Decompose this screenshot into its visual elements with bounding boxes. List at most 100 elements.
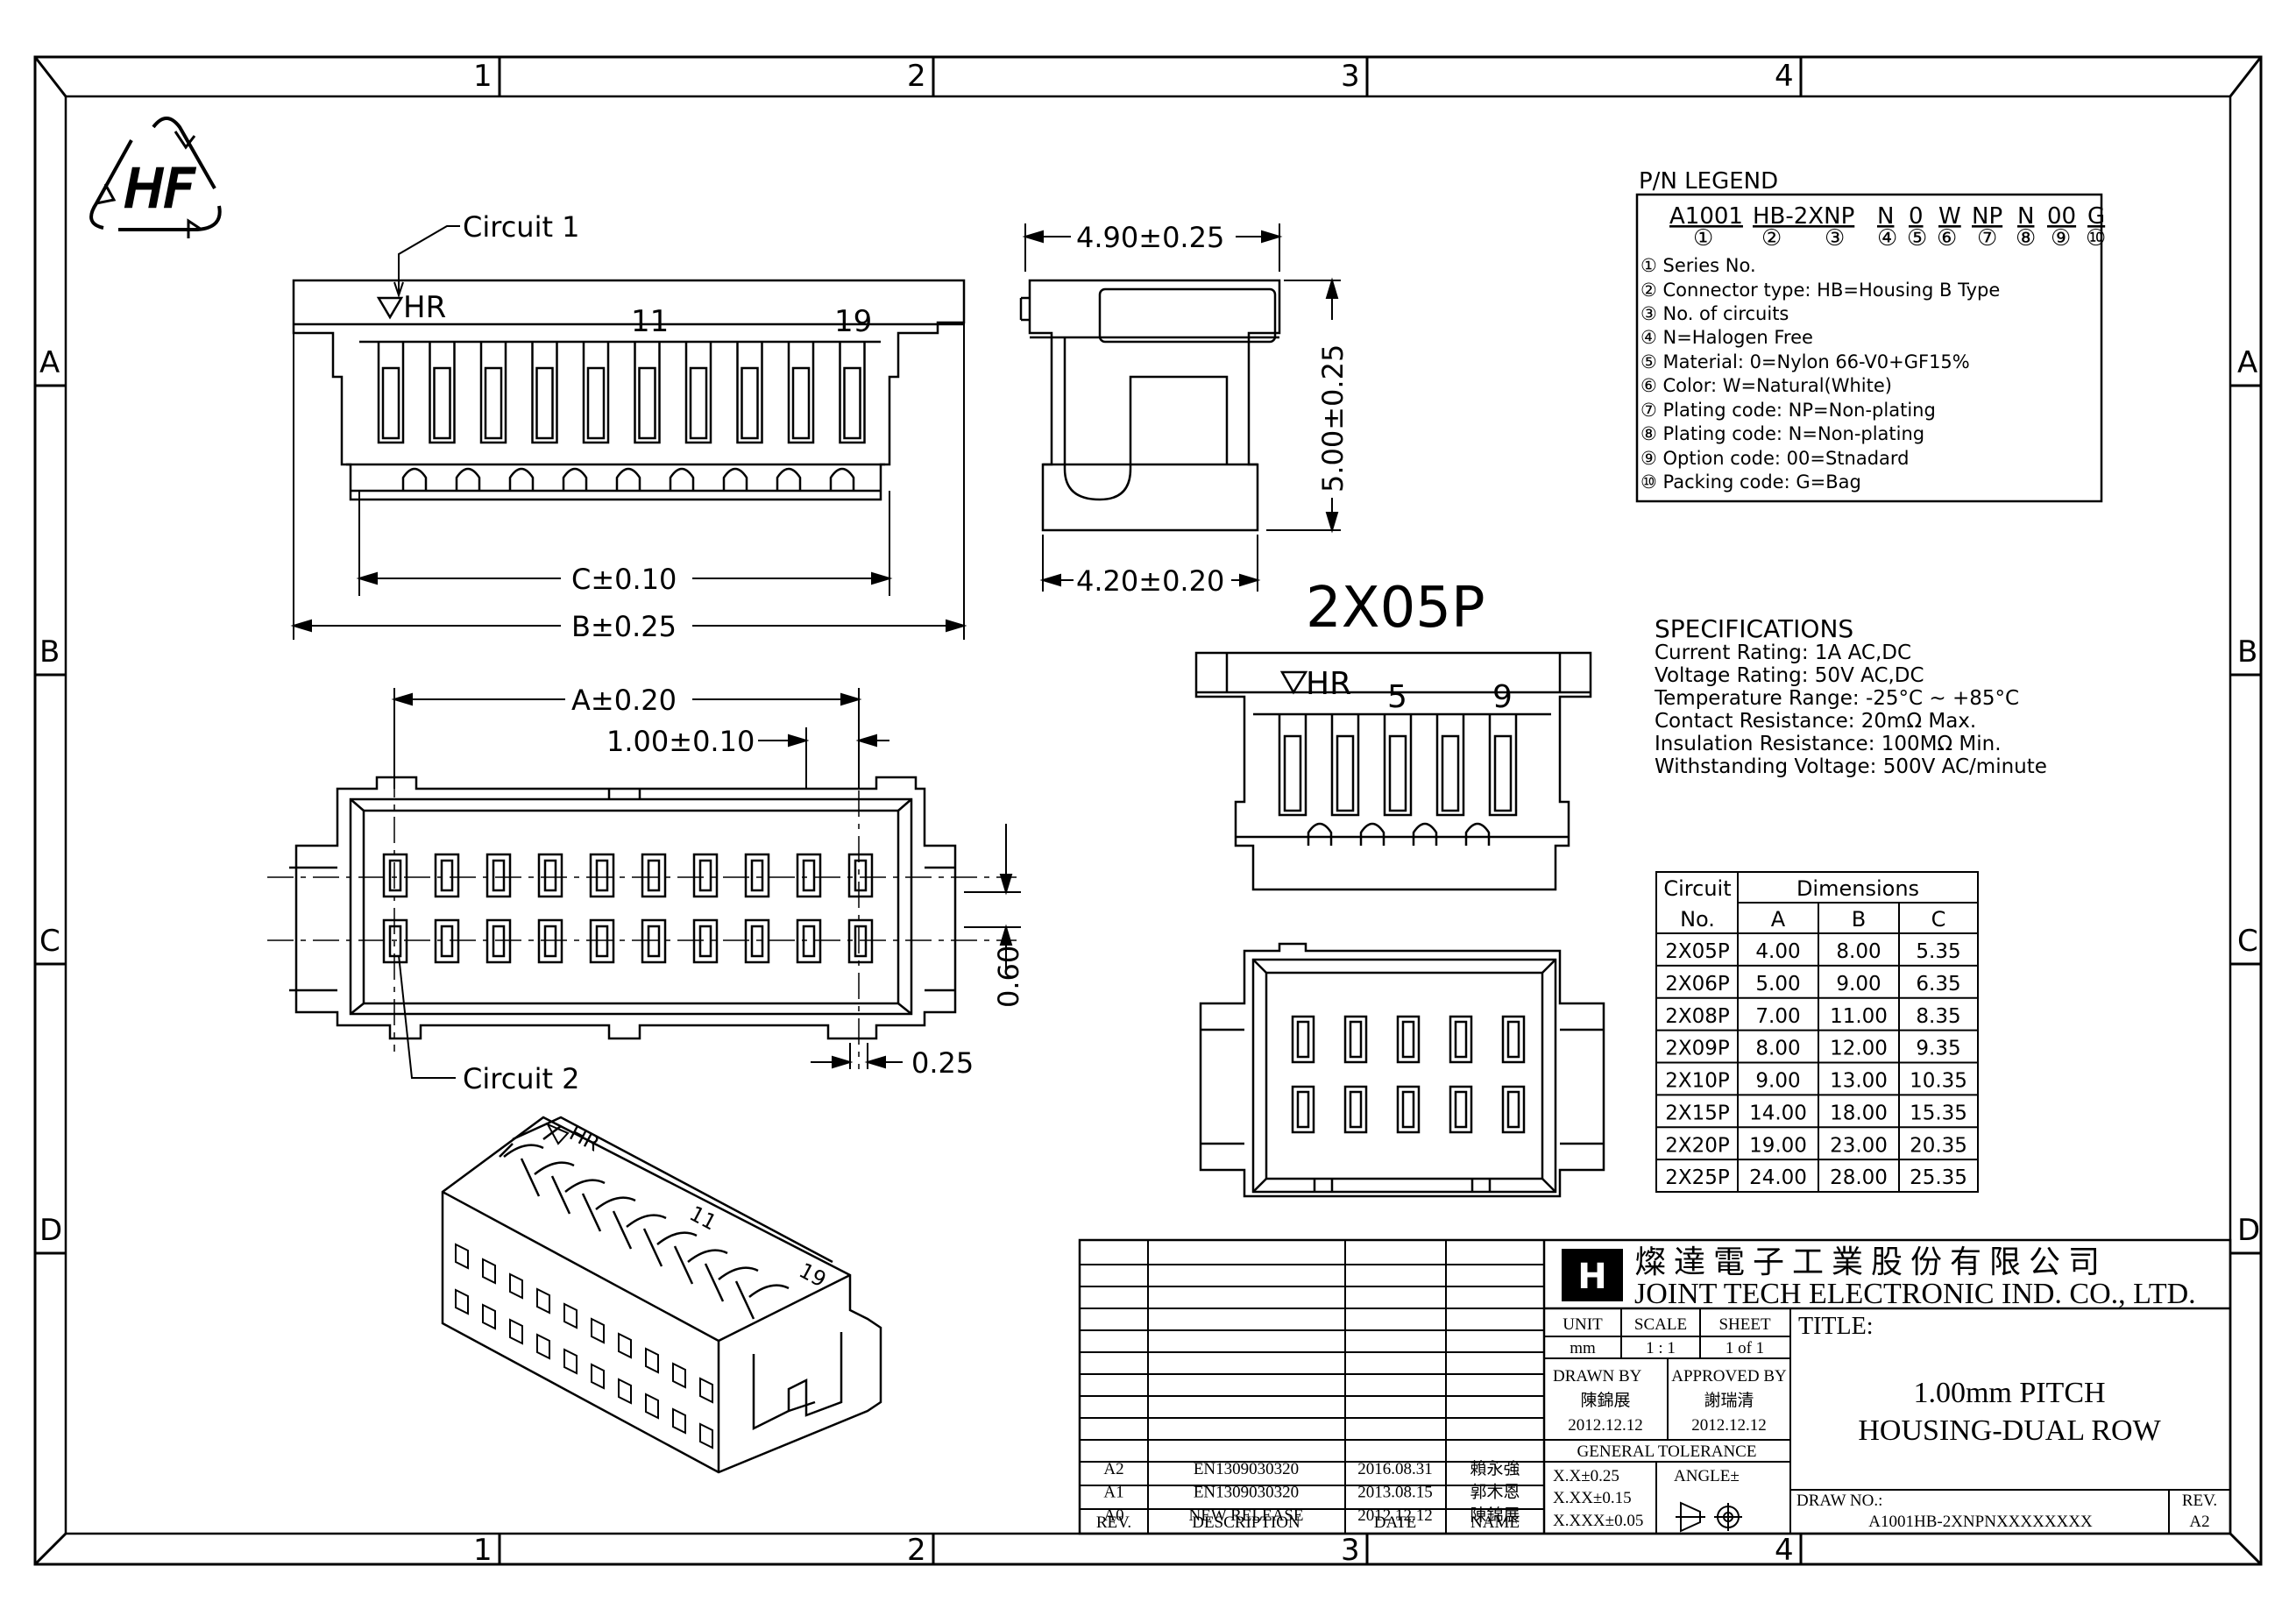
front-view-dimensions <box>290 289 967 640</box>
iso-contact-hole <box>509 1318 523 1345</box>
variant-contact-pin-inner <box>1349 1020 1363 1059</box>
dim-a: A±0.20 <box>571 684 677 717</box>
contact-pin <box>485 853 512 898</box>
contact-pin <box>744 853 770 898</box>
pin-19-label: 19 <box>834 304 872 339</box>
front-slot-inner <box>689 366 708 440</box>
contact-pin <box>692 918 719 964</box>
contact-pin-inner <box>595 925 609 958</box>
dim-b: B±0.25 <box>571 610 677 643</box>
spec-line: Temperature Range: -25°C ~ +85°C <box>1654 687 2019 710</box>
front-slot-inner <box>433 366 451 440</box>
drawn-by-label: DRAWN BY <box>1553 1367 1642 1386</box>
variant-slot-inner <box>1336 734 1355 812</box>
legend-item: ⑤ Material: 0=Nylon 66-V0+GF15% <box>1641 351 1970 372</box>
front-slot <box>684 342 712 444</box>
contact-pin <box>485 918 512 964</box>
front-notch <box>776 467 802 491</box>
table-cell: 8.00 <box>1755 1038 1800 1060</box>
variant-contact-pin-inner <box>1296 1020 1310 1059</box>
front-slot-inner <box>791 366 811 440</box>
tolerance-label: GENERAL TOLERANCE <box>1577 1442 1757 1461</box>
front-slot-inner <box>381 366 400 440</box>
iso-contact-hole <box>672 1407 686 1435</box>
sheet-value: 1 of 1 <box>1726 1339 1764 1357</box>
draw-no-label: DRAW NO.: <box>1796 1492 1882 1510</box>
front-slot <box>531 342 558 444</box>
spec-line: Insulation Resistance: 100MΩ Min. <box>1655 733 2002 755</box>
table-header-no: No. <box>1680 907 1715 932</box>
bottom-view-centerlines <box>267 745 1017 1069</box>
variant-notch <box>1464 822 1491 846</box>
bottom-view <box>289 776 957 1040</box>
front-slot-inner <box>484 366 503 440</box>
variant-front-slots <box>1278 714 1518 846</box>
isometric-view <box>441 1116 882 1474</box>
revision-cell: 賴永強 <box>1470 1459 1520 1478</box>
legend-item: ⑨ Option code: 00=Stnadard <box>1641 448 1910 469</box>
front-notch <box>562 467 588 491</box>
contact-pin-inner <box>802 859 816 892</box>
row-label-right: D <box>2237 1213 2260 1248</box>
iso-contact-hole <box>563 1348 578 1375</box>
front-notch <box>615 467 641 491</box>
contact-pin-inner <box>802 925 816 958</box>
dim-width-490: 4.90±0.25 <box>1076 221 1224 254</box>
contact-pin <box>847 853 874 898</box>
variant-contact-pin-inner <box>1506 1020 1520 1059</box>
iso-contact-hole <box>563 1302 578 1329</box>
col-label-bottom: 1 <box>473 1533 493 1568</box>
halogen-free-logo: HF <box>89 117 222 238</box>
legend-box <box>1635 193 2103 503</box>
table-header-b: B <box>1852 907 1866 932</box>
variant-contact-pin-inner <box>1454 1090 1468 1129</box>
legend-code-part: 00 <box>2047 203 2076 230</box>
front-notch <box>829 467 855 491</box>
col-label-top: 2 <box>907 59 926 94</box>
legend-code-part: N <box>2017 203 2034 230</box>
revision-header: DESCRIPTION <box>1192 1513 1300 1532</box>
table-cell: 23.00 <box>1830 1134 1888 1157</box>
variant-slot-inner <box>1283 734 1302 812</box>
table-cell: 2X15P <box>1665 1102 1730 1124</box>
contact-pin-inner <box>595 859 609 892</box>
front-slot-inner <box>843 366 861 440</box>
company-name-cn: 燦 達 電 子 工 業 股 份 有 限 公 司 <box>1634 1244 2100 1279</box>
variant-title: 2X05P <box>1306 576 1485 641</box>
col-label-top: 1 <box>473 59 493 94</box>
table-cell: 11.00 <box>1830 1005 1888 1028</box>
iso-contact-hole <box>509 1272 523 1300</box>
legend-code-marker: ⑥ <box>1937 225 1957 252</box>
legend-code-marker: ② <box>1761 225 1782 252</box>
front-notch <box>722 467 748 491</box>
dim-width-420: 4.20±0.20 <box>1076 564 1224 598</box>
title-block-text: 燦 達 電 子 工 業 股 份 有 限 公 司 JOINT TECH ELECT… <box>1553 1244 2217 1531</box>
isometric-view-marks: HR 11 19 <box>545 1121 830 1293</box>
contact-pin-inner <box>750 859 764 892</box>
table-cell: 13.00 <box>1830 1070 1888 1093</box>
variant-slot-inner <box>1493 734 1513 812</box>
front-view-marks: Circuit 1 HR 11 19 <box>376 210 872 339</box>
front-slot-inner <box>638 366 656 440</box>
front-view <box>292 279 966 501</box>
revision-cell: A1 <box>1103 1484 1123 1502</box>
legend-code-marker: ④ <box>1877 225 1897 252</box>
iso-contact-hole <box>536 1287 550 1315</box>
revision-grid <box>1080 1264 1544 1510</box>
variant-front-marks: HR 5 9 <box>1279 666 1513 715</box>
front-slot-inner <box>741 366 759 440</box>
row-label-right: A <box>2237 345 2257 380</box>
legend-code-marker: ③ <box>1825 225 1845 252</box>
revision-header: NAME <box>1470 1513 1520 1532</box>
contact-pin <box>382 918 408 964</box>
contact-pin <box>589 918 615 964</box>
drawn-by-date: 2012.12.12 <box>1568 1416 1643 1435</box>
revision-cell: EN1309030320 <box>1194 1460 1299 1478</box>
iso-contact-hole <box>645 1347 659 1374</box>
table-cell: 20.35 <box>1910 1134 1967 1157</box>
table-cell: 6.35 <box>1916 973 1960 996</box>
svg-text:H: H <box>1577 1257 1606 1297</box>
revision-cell: 陳錦展 <box>1470 1506 1520 1525</box>
logo-text: HF <box>124 159 195 220</box>
